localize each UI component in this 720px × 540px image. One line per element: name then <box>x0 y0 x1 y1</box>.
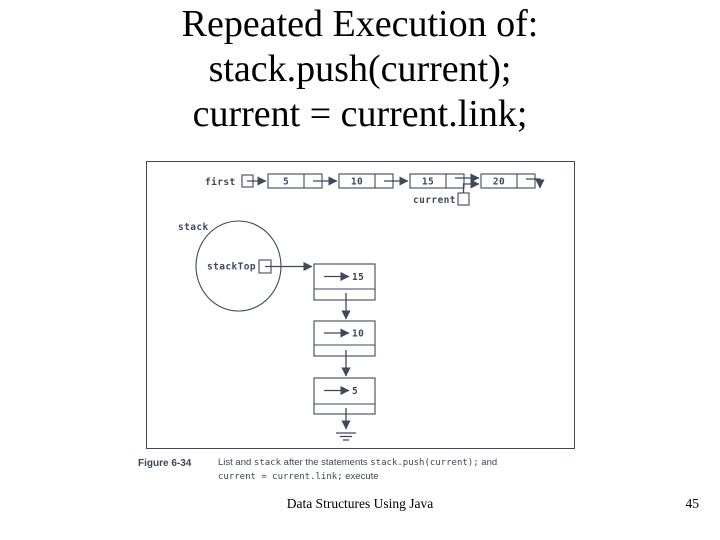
first-label: first <box>205 177 236 188</box>
stack-label: stack <box>178 222 209 233</box>
stack-node <box>313 263 376 301</box>
footer-title: Data Structures Using Java <box>286 496 434 511</box>
stacktop-label: stackTop <box>207 262 256 273</box>
null-ground-icon <box>336 432 356 441</box>
page-number: 45 <box>685 496 700 511</box>
stack-item-value: 10 <box>352 329 364 340</box>
stack-item-value: 5 <box>352 386 358 397</box>
list-node <box>480 173 536 189</box>
figure-caption-label: Figure 6-34 <box>138 458 192 469</box>
stack-node <box>313 377 376 415</box>
slide-title-line-3: current = current.link; <box>192 93 528 135</box>
current-pointer-box <box>457 192 470 206</box>
current-label: current <box>413 195 456 206</box>
list-node-value: 20 <box>493 177 505 188</box>
figure-caption-line-1: List and stack after the statements stac… <box>218 457 498 468</box>
slide-footer: Data Structures Using Java 45 <box>0 496 720 516</box>
list-node-value: 10 <box>351 177 363 188</box>
stack-node <box>313 320 376 357</box>
slide-title-line-1: Repeated Execution of: <box>181 3 539 45</box>
figure-panel: first 5 10 15 20 current stack stackTop <box>146 161 575 449</box>
slide-title: Repeated Execution of: stack.push(curren… <box>0 2 720 137</box>
arrow-current-to-node <box>462 179 480 193</box>
arrow-null-end <box>526 178 545 189</box>
figure-caption-text: List and stack after the statements stac… <box>218 456 578 484</box>
stack-item-value: 15 <box>352 272 364 283</box>
list-stack-diagram: first 5 10 15 20 current stack stackTop <box>178 173 545 441</box>
slide-title-line-2: stack.push(current); <box>208 48 512 90</box>
list-node-value: 5 <box>283 177 289 188</box>
figure-caption-line-2: current = current.link; execute <box>218 471 379 482</box>
list-node-value: 15 <box>422 177 434 188</box>
list-node <box>409 173 465 189</box>
